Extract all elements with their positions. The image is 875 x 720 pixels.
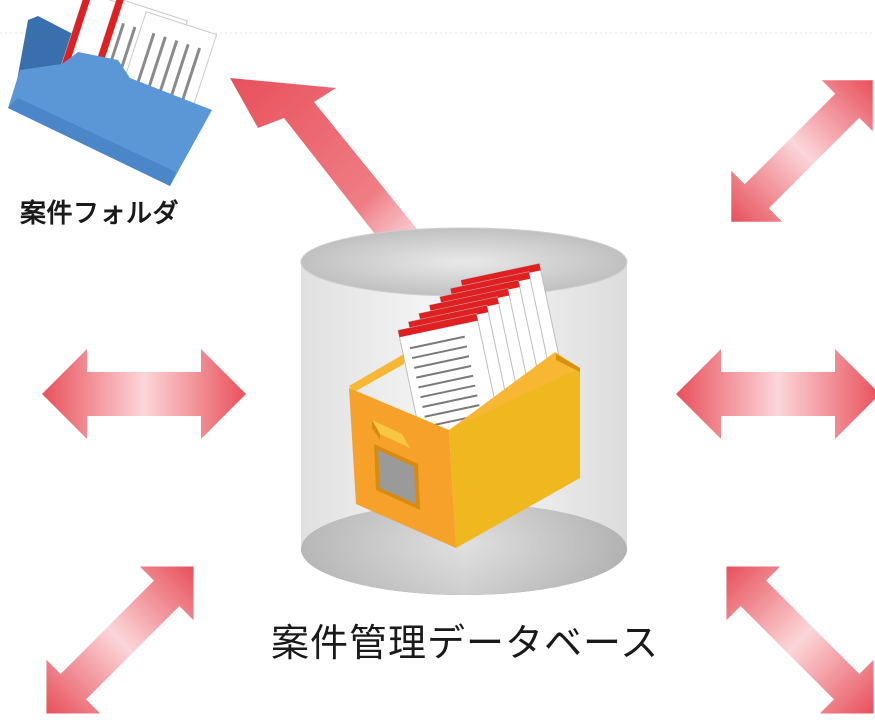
double-arrow-mid-right: [676, 349, 875, 439]
folder-label: 案件フォルダ: [20, 199, 180, 229]
double-arrow-top-right: [731, 80, 873, 222]
double-arrow-bottom-right: [726, 566, 874, 714]
double-arrow-mid-left: [42, 349, 246, 439]
double-arrow-bottom-left: [46, 566, 194, 714]
folder-with-documents-icon: [8, 0, 218, 186]
file-box: [349, 352, 580, 548]
database-label: 案件管理データベース: [271, 621, 660, 665]
database-cylinder-with-file-box-icon: [300, 227, 628, 595]
